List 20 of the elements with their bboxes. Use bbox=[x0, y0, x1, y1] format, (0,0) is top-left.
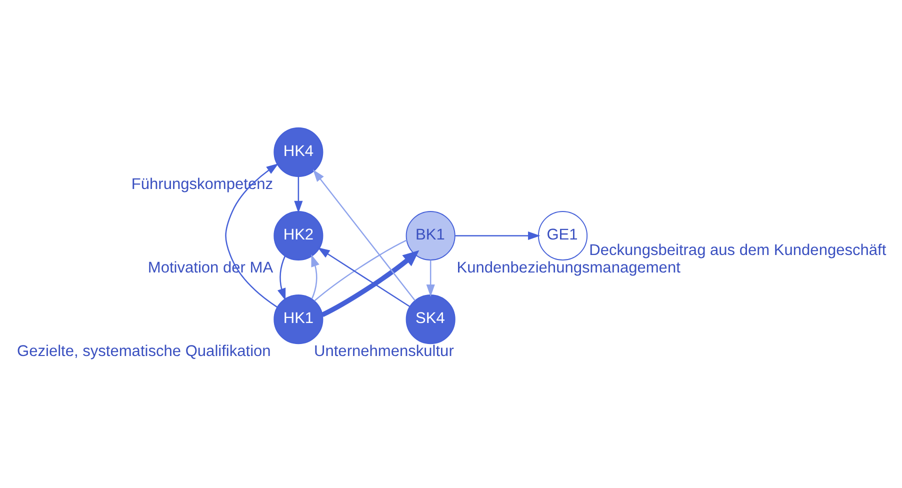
node-label: Deckungsbeitrag aus dem Kundengeschäft bbox=[589, 241, 886, 258]
node-circle: HK4 bbox=[274, 126, 324, 176]
connector bbox=[314, 239, 407, 301]
arrow bbox=[311, 254, 320, 298]
node-circle: HK2 bbox=[274, 210, 324, 260]
arrow bbox=[426, 260, 435, 296]
node-label: Unternehmenskultur bbox=[314, 342, 454, 360]
node-label: Gezielte, systematische Qualifikation bbox=[17, 342, 271, 360]
node-label: Kundenbeziehungsmanagement bbox=[456, 258, 680, 276]
arrow bbox=[455, 230, 540, 240]
arrow bbox=[225, 162, 279, 308]
node-circle: HK1 bbox=[274, 294, 324, 344]
arrow bbox=[277, 255, 286, 300]
node-circle: BK1 bbox=[406, 210, 456, 260]
node-circle: GE1 bbox=[538, 210, 588, 260]
arrow bbox=[318, 246, 410, 307]
arrow bbox=[312, 169, 416, 300]
arrow bbox=[294, 176, 303, 213]
node-circle: SK4 bbox=[406, 294, 456, 344]
arrow bbox=[321, 250, 420, 317]
